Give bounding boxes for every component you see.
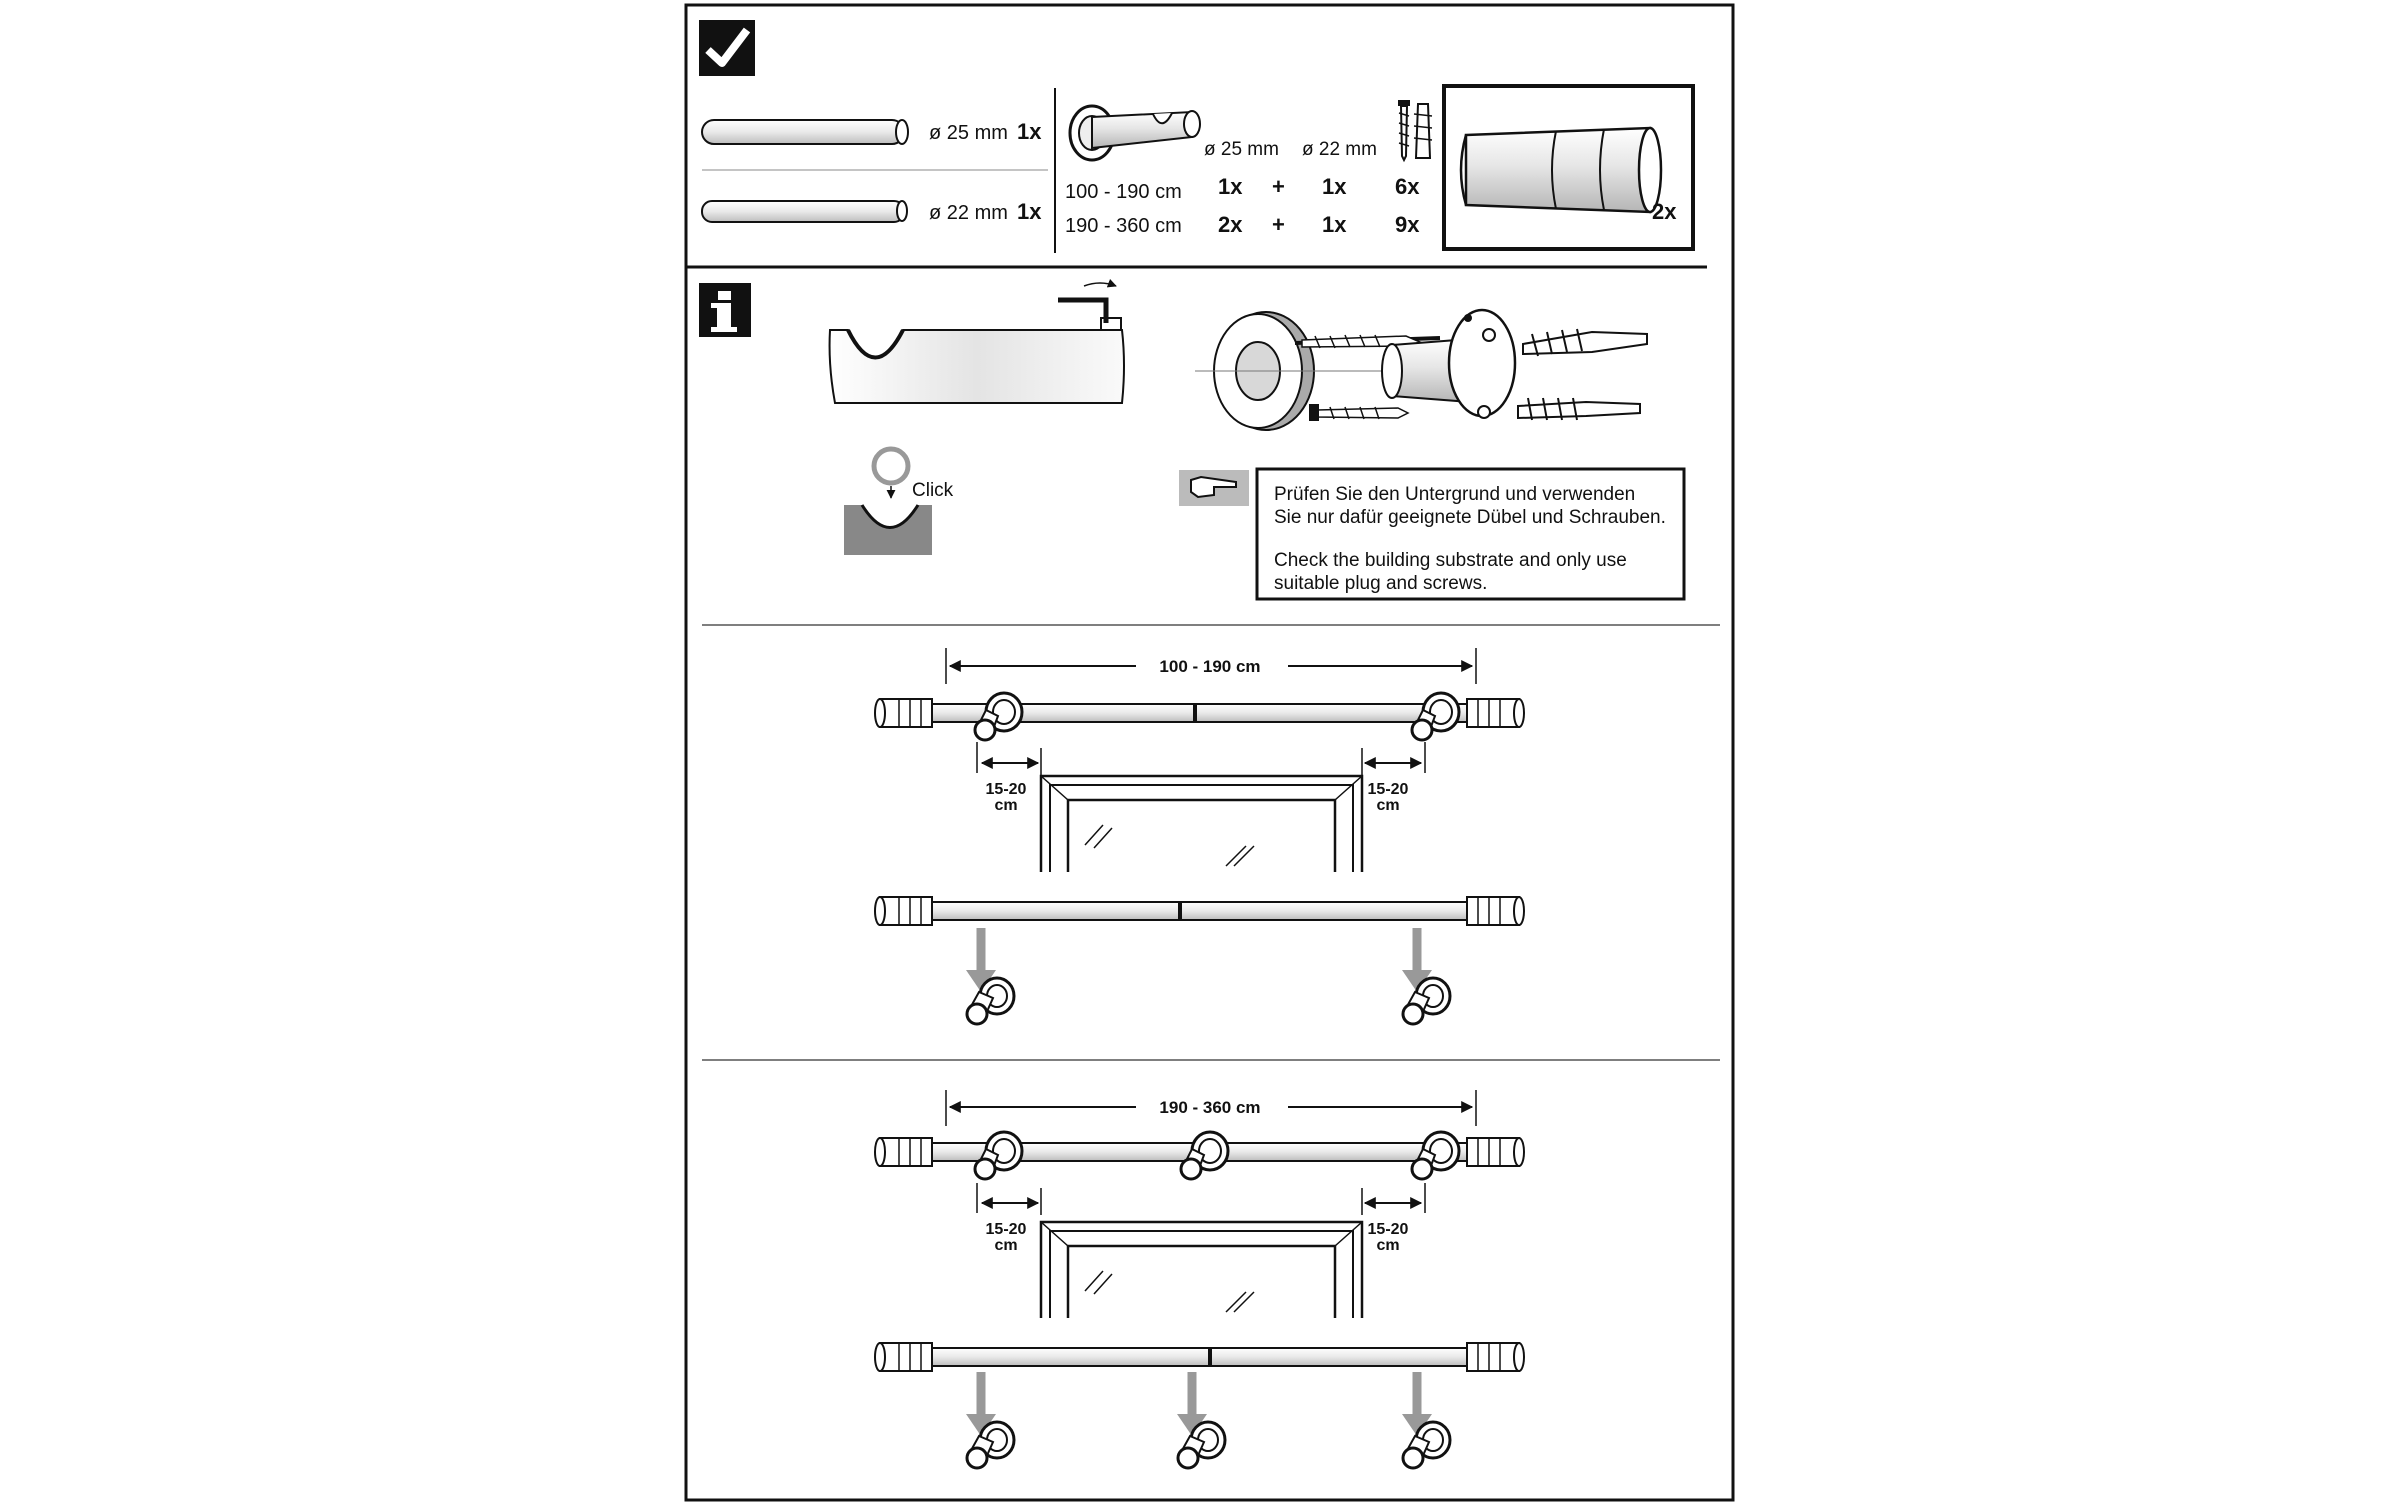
check-icon bbox=[699, 20, 755, 76]
short-finial-left bbox=[874, 698, 933, 728]
rod-22-diameter: ø 22 mm bbox=[929, 202, 1008, 224]
click-detail bbox=[844, 446, 932, 555]
bracket-table-row-1: 100 - 190 cm 1x + 1x 6x bbox=[1065, 174, 1420, 203]
row1-qty-25: 1x bbox=[1218, 174, 1243, 199]
short-window-illustration bbox=[1039, 774, 1364, 872]
row2-qty-25: 2x bbox=[1218, 212, 1243, 237]
row2-screws: 9x bbox=[1395, 212, 1420, 237]
row1-plus: + bbox=[1272, 174, 1285, 199]
note-de-line-2: Sie nur dafür geeignete Dübel und Schrau… bbox=[1274, 507, 1666, 528]
rod-25-quantity: 1x bbox=[1017, 119, 1042, 144]
screw-plug-icon bbox=[1398, 100, 1433, 163]
note-en-line-2: suitable plug and screws. bbox=[1274, 573, 1487, 594]
row2-plus: + bbox=[1272, 212, 1285, 237]
long-offset-right-a: 15-20 bbox=[1368, 1221, 1409, 1238]
long-offset-right-b: cm bbox=[1376, 1237, 1399, 1254]
row2-range: 190 - 360 cm bbox=[1065, 215, 1182, 237]
bracket-col-25: ø 25 mm bbox=[1204, 139, 1279, 160]
row1-qty-22: 1x bbox=[1322, 174, 1347, 199]
pointing-hand-icon bbox=[1179, 470, 1249, 506]
short-lower-finial-left bbox=[874, 896, 933, 926]
short-offset-right-b: cm bbox=[1376, 797, 1399, 814]
finial-quantity: 2x bbox=[1652, 199, 1677, 224]
bracket-side-view bbox=[828, 317, 1125, 404]
long-finial-right bbox=[1466, 1137, 1525, 1167]
row2-qty-22: 1x bbox=[1322, 212, 1347, 237]
substrate-note-box bbox=[1255, 467, 1686, 601]
rod-22-illustration bbox=[701, 200, 908, 223]
long-finial-left bbox=[874, 1137, 933, 1167]
short-offset-left-b: cm bbox=[994, 797, 1017, 814]
long-width-label: 190 - 360 cm bbox=[1159, 1098, 1260, 1117]
short-offset-left-a: 15-20 bbox=[986, 781, 1027, 798]
allen-key-icon bbox=[1058, 278, 1117, 323]
long-window-illustration bbox=[1039, 1220, 1364, 1318]
install-short-section: 100 - 190 cm 15-20 cm 15-20 cm bbox=[874, 648, 1525, 1024]
short-finial-right bbox=[1466, 698, 1525, 728]
bracket-col-22: ø 22 mm bbox=[1302, 139, 1377, 160]
click-label: Click bbox=[912, 480, 954, 501]
bracket-illustration bbox=[1068, 104, 1201, 162]
long-offset-left-b: cm bbox=[994, 1237, 1017, 1254]
note-de-line-1: Prüfen Sie den Untergrund und verwenden bbox=[1274, 484, 1635, 505]
short-width-label: 100 - 190 cm bbox=[1159, 657, 1260, 676]
rod-25-illustration bbox=[701, 119, 909, 145]
row1-screws: 6x bbox=[1395, 174, 1420, 199]
short-rod-lowering bbox=[929, 901, 1469, 921]
long-rod-lowering bbox=[929, 1347, 1469, 1367]
long-lower-finial-left bbox=[874, 1342, 933, 1372]
note-en-line-1: Check the building substrate and only us… bbox=[1274, 550, 1627, 571]
parts-section: ø 25 mm 1x ø 22 mm 1x ø 25 mm ø 22 mm bbox=[699, 20, 1695, 253]
short-lower-finial-right bbox=[1466, 896, 1525, 926]
info-icon bbox=[699, 283, 751, 337]
rod-22-quantity: 1x bbox=[1017, 199, 1042, 224]
rod-25-diameter: ø 25 mm bbox=[929, 122, 1008, 144]
install-long-section: 190 - 360 cm 15-20 cm 15-20 cm bbox=[874, 1090, 1525, 1468]
wall-mount-exploded bbox=[1195, 308, 1648, 431]
info-section: Click bbox=[699, 278, 1686, 601]
long-lower-finial-right bbox=[1466, 1342, 1525, 1372]
long-offset-left-a: 15-20 bbox=[986, 1221, 1027, 1238]
finial-box bbox=[1442, 84, 1695, 251]
bracket-table-row-2: 190 - 360 cm 2x + 1x 9x bbox=[1065, 212, 1420, 237]
row1-range: 100 - 190 cm bbox=[1065, 181, 1182, 203]
short-offset-right-a: 15-20 bbox=[1368, 781, 1409, 798]
